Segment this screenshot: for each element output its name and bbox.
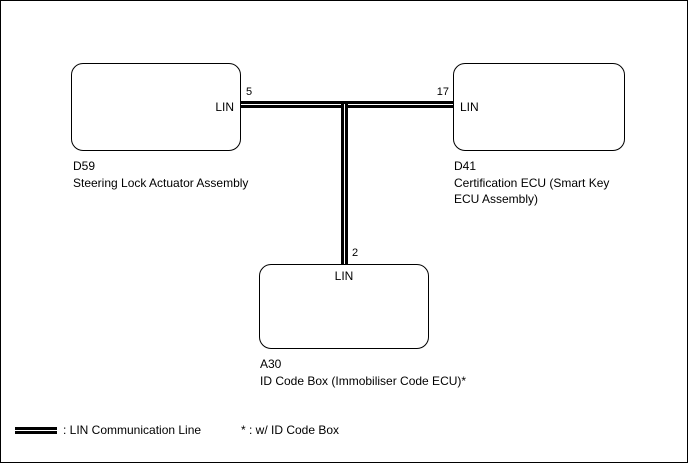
node-code-d41: D41 bbox=[454, 159, 477, 173]
port-label-lin-a30: LIN bbox=[334, 269, 354, 283]
node-box-a30: LIN bbox=[259, 264, 429, 349]
legend-line-label: : LIN Communication Line bbox=[63, 423, 202, 437]
port-label-lin-d59: LIN bbox=[215, 100, 234, 114]
pin-number-a30: 2 bbox=[352, 247, 359, 259]
node-code-a30: A30 bbox=[260, 357, 282, 371]
node-caption-d59: D59 Steering Lock Actuator Assembly bbox=[73, 158, 303, 191]
node-caption-d41: D41 Certification ECU (Smart Key ECU Ass… bbox=[454, 158, 630, 207]
node-code-d59: D59 bbox=[73, 159, 96, 173]
node-caption-a30: A30 ID Code Box (Immobiliser Code ECU)* bbox=[260, 356, 520, 389]
legend-line-sample bbox=[15, 427, 57, 434]
node-box-d41: LIN bbox=[453, 63, 625, 151]
pin-number-d41: 17 bbox=[436, 86, 449, 98]
node-name-d59: Steering Lock Actuator Assembly bbox=[73, 176, 249, 190]
lin-line-vertical bbox=[341, 104, 348, 264]
port-label-lin-d41: LIN bbox=[460, 100, 479, 114]
node-name-a30: ID Code Box (Immobiliser Code ECU)* bbox=[260, 374, 467, 388]
pin-number-d59: 5 bbox=[246, 86, 253, 98]
legend-footnote: * : w/ ID Code Box bbox=[241, 423, 340, 437]
node-name-d41: Certification ECU (Smart Key ECU Assembl… bbox=[454, 176, 610, 206]
node-box-d59: LIN bbox=[71, 63, 241, 151]
